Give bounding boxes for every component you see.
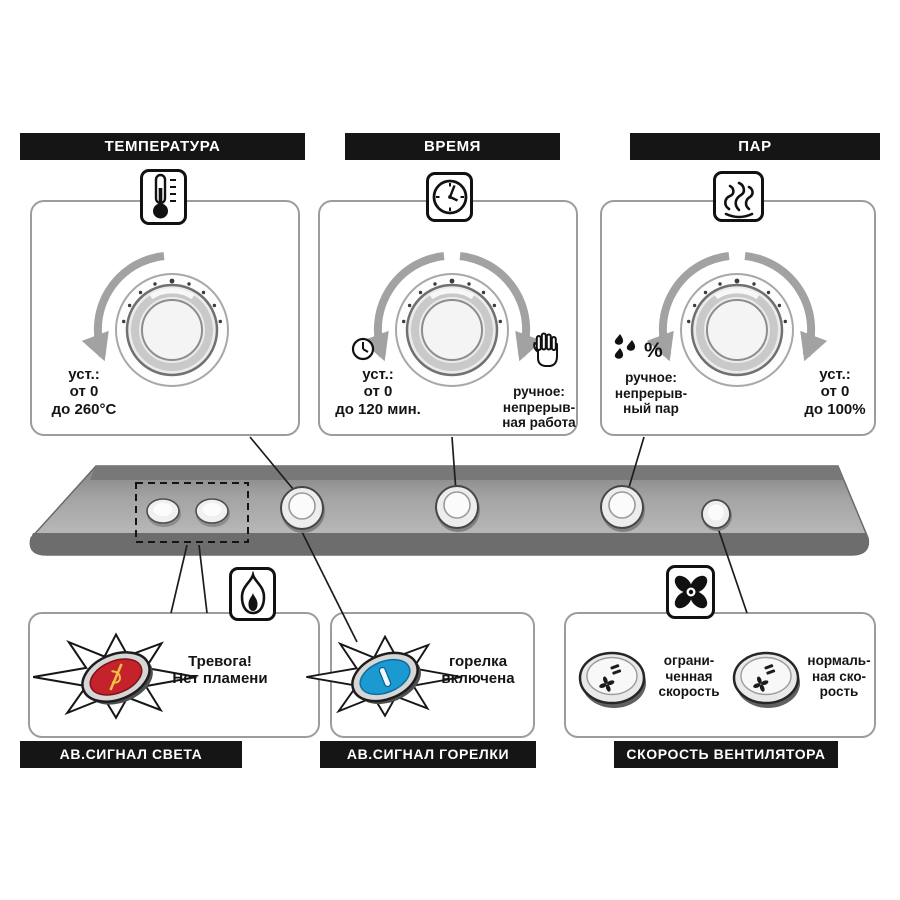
steam-icon-box <box>713 171 764 222</box>
time-strip-knob <box>435 485 480 532</box>
alarm-lamp-burst <box>32 633 198 719</box>
steam-drops-percent-icon: % <box>612 333 676 368</box>
time-manual-label: ручное: непрерыв- ная работа <box>502 384 576 431</box>
temperature-set-range: уст.: от 0 до 260°C <box>51 366 117 418</box>
normal-speed-text: нормаль- ная ско- рость <box>807 653 871 700</box>
fan-icon-box <box>666 565 715 619</box>
temperature-strip-knob <box>280 486 325 533</box>
percent-symbol: % <box>644 339 663 362</box>
hand-icon <box>530 330 564 375</box>
time-title-bar: ВРЕМЯ <box>345 133 560 160</box>
time-icon-box <box>426 172 473 222</box>
flame-icon <box>240 571 265 615</box>
normal-speed-button <box>732 651 800 708</box>
fan-icon <box>674 575 707 609</box>
limited-speed-text: ограни- ченная скорость <box>658 653 720 700</box>
steam-strip-knob <box>600 485 645 532</box>
burner-alarm-title-bar: АВ.СИГНАЛ ГОРЕЛКИ <box>320 741 536 768</box>
limited-speed-button <box>578 651 646 708</box>
thermometer-icon <box>153 173 176 219</box>
steam-icon <box>723 181 754 218</box>
steam-manual-label: ручное: непрерыв- ный пар <box>614 370 688 417</box>
burner-lamp-button <box>195 498 230 527</box>
steam-set-range: уст.: от 0 до 100% <box>804 366 866 418</box>
alarm-lamp-button <box>146 498 181 527</box>
clock-small-icon <box>350 336 376 367</box>
fan-speed-strip-button <box>701 499 732 531</box>
clock-icon <box>432 179 467 215</box>
burner-lamp-burst <box>305 635 463 717</box>
light-alarm-title-bar: АВ.СИГНАЛ СВЕТА <box>20 741 242 768</box>
indicator-lamps-outline <box>135 482 249 543</box>
no-flame-alarm-text: Тревога! Нет пламени <box>172 653 268 688</box>
steam-title-bar: ПАР <box>630 133 880 160</box>
connector-lines <box>170 436 748 643</box>
burner-icon-box <box>229 567 276 621</box>
temperature-icon-box <box>140 169 187 225</box>
burner-on-text: горелка включена <box>441 653 515 688</box>
time-set-range: уст.: от 0 до 120 мин. <box>335 366 421 418</box>
temperature-title-bar: ТЕМПЕРАТУРА <box>20 133 305 160</box>
fan-speed-title-bar: СКОРОСТЬ ВЕНТИЛЯТОРА <box>614 741 838 768</box>
